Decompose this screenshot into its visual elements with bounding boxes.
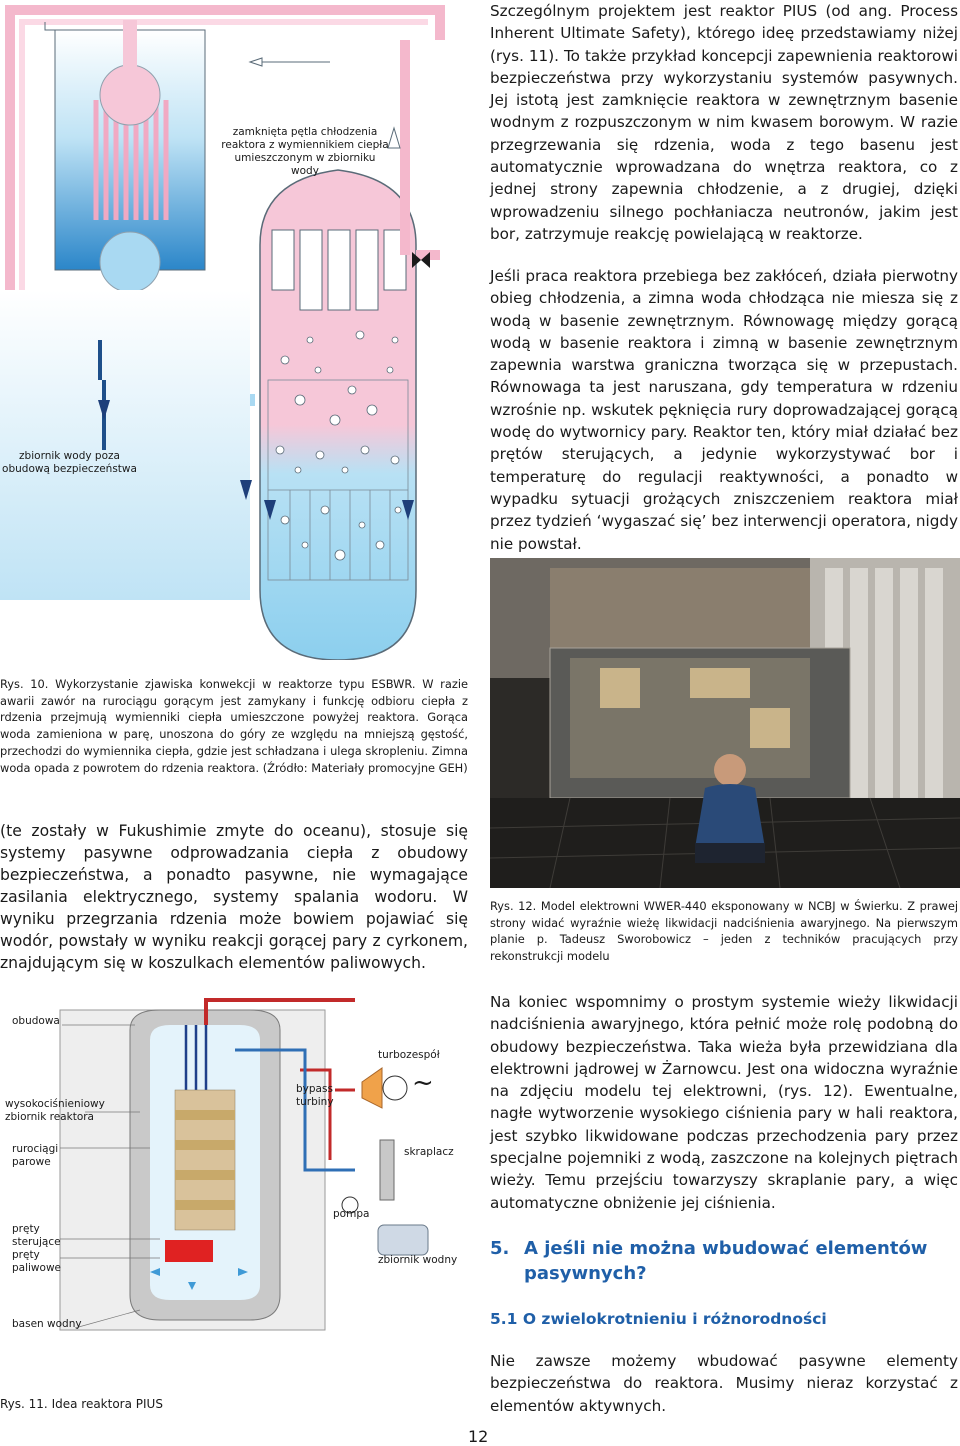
fig10-loop-label-line2: reaktora z wymiennikiem ciepła [221,139,389,151]
fig11-label-zbiornik-wodny: zbiornik wodny [378,1254,458,1266]
fig11-label-zbiornik-line1: wysokociśnieniowy [5,1098,105,1110]
paragraph-fukushima: (te zostały w Fukushimie zmyte do oceanu… [0,822,468,972]
section-5-1-heading: 5.1 O zwielokrotnieniu i różnorodności [490,1310,827,1328]
fig11-label-bypass-line2: turbiny [296,1096,334,1108]
section-5-number: 5. [490,1238,510,1259]
page-number: 12 [468,1427,489,1446]
paragraph-active-elements: Nie zawsze możemy wbudować pasywne eleme… [490,1352,958,1415]
fig11-label-rurociagi: rurociągi parowe [12,1143,58,1169]
fig11-label-prety: pręty sterujące pręty paliwowe [12,1223,61,1275]
fig11-caption: Rys. 11. Idea reaktora PIUS [0,1397,163,1411]
fig11-label-rurociagi-line2: parowe [12,1156,51,1168]
paragraph-pius-intro: Szczególnym projektem jest reaktor PIUS … [490,2,958,243]
fig10-tank-label-line2: obudową bezpieczeństwa [2,463,137,475]
figure-10-esbwr-diagram [0,5,445,660]
section-5-title: A jeśli nie można wbudować elementów pas… [524,1238,928,1284]
paragraph-pius-operation: Jeśli praca reaktora przebiega bez zakłó… [490,267,958,553]
fig11-label-basen: basen wodny [12,1318,82,1330]
figure-11-pius-diagram [59,998,429,1331]
fig11-tilde-generator: ~ [412,1068,434,1098]
fig11-label-bypass-line1: bypass [296,1083,333,1095]
fig10-caption: Rys. 10. Wykorzystanie zjawiska konwekcj… [0,677,468,775]
fig11-label-zbiornik-line2: zbiornik reaktora [5,1111,94,1123]
fig10-loop-label-line1: zamknięta pętla chłodzenia [232,126,378,138]
fig11-label-rurociagi-line1: rurociągi [12,1143,59,1155]
fig11-label-prety-line3: pręty [12,1249,40,1261]
fig12-caption: Rys. 12. Model elektrowni WWER-440 ekspo… [490,899,958,964]
fig11-label-prety-line2: sterujące [12,1236,61,1248]
fig11-label-skraplacz: skraplacz [404,1146,454,1158]
fig10-loop-label-line3: umieszczonym w zbiorniku wody [234,152,376,177]
fig11-label-prety-line4: paliwowe [12,1262,61,1274]
fig11-label-pompa: pompa [333,1208,370,1220]
fig11-label-bypass: bypass turbiny [296,1083,334,1109]
fig10-tank-label-line1: zbiornik wody poza [19,450,120,462]
fig12-photo-model [490,558,960,888]
fig11-label-obudowa: obudowa [12,1015,60,1027]
fig11-label-prety-line1: pręty [12,1223,40,1235]
fig11-label-zbiornik: wysokociśnieniowy zbiornik reaktora [5,1098,105,1124]
section-5-heading: 5. A jeśli nie można wbudować elementów p… [490,1236,958,1286]
fig11-label-turbozespol: turbozespół [378,1049,440,1061]
fig10-tank-label: zbiornik wody poza obudową bezpieczeństw… [2,450,137,476]
paragraph-tower: Na koniec wspomnimy o prostym systemie w… [490,993,958,1212]
fig10-loop-label: zamknięta pętla chłodzenia reaktora z wy… [220,126,390,178]
